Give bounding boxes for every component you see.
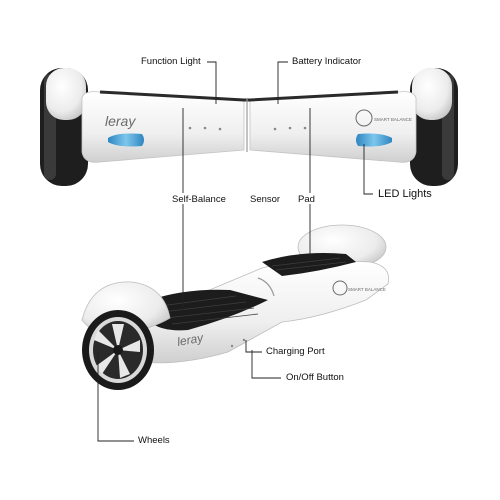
front-wheel xyxy=(82,310,154,390)
front-foot-pad xyxy=(150,289,268,331)
label-led-lights: LED Lights xyxy=(378,188,432,200)
label-charging-port: Charging Port xyxy=(266,346,325,357)
line-led-lights xyxy=(363,144,373,195)
angled-badge-text: SMART BALANCE xyxy=(348,287,386,292)
angled-view xyxy=(81,224,389,390)
front-body-right xyxy=(249,91,417,163)
label-battery-indicator: Battery Indicator xyxy=(292,56,362,67)
label-pad: Pad xyxy=(298,194,315,205)
front-brand-logo: leray xyxy=(105,113,136,129)
front-badge-text: SMART BALANCE xyxy=(374,117,412,122)
line-battery-indicator xyxy=(277,61,288,104)
label-function-light: Function Light xyxy=(141,56,201,67)
callout-lines xyxy=(97,61,373,442)
line-charging-port xyxy=(245,340,262,353)
front-view xyxy=(40,68,458,186)
front-led-right xyxy=(356,133,392,147)
line-on-off xyxy=(251,350,281,379)
line-function-light xyxy=(207,61,217,104)
label-on-off-button: On/Off Button xyxy=(286,372,344,383)
label-self-balance: Self-Balance xyxy=(172,194,226,205)
front-right-wheel xyxy=(410,68,458,186)
angled-badge-logo: SMART BALANCE xyxy=(332,280,386,296)
label-wheels: Wheels xyxy=(138,435,170,446)
front-badge-logo: SMART BALANCE xyxy=(355,109,412,127)
front-left-wheel xyxy=(40,68,88,186)
angled-brand-logo: leray xyxy=(176,330,205,348)
label-sensor: Sensor xyxy=(250,194,281,205)
front-led-left xyxy=(108,133,144,147)
line-wheels xyxy=(97,352,134,442)
